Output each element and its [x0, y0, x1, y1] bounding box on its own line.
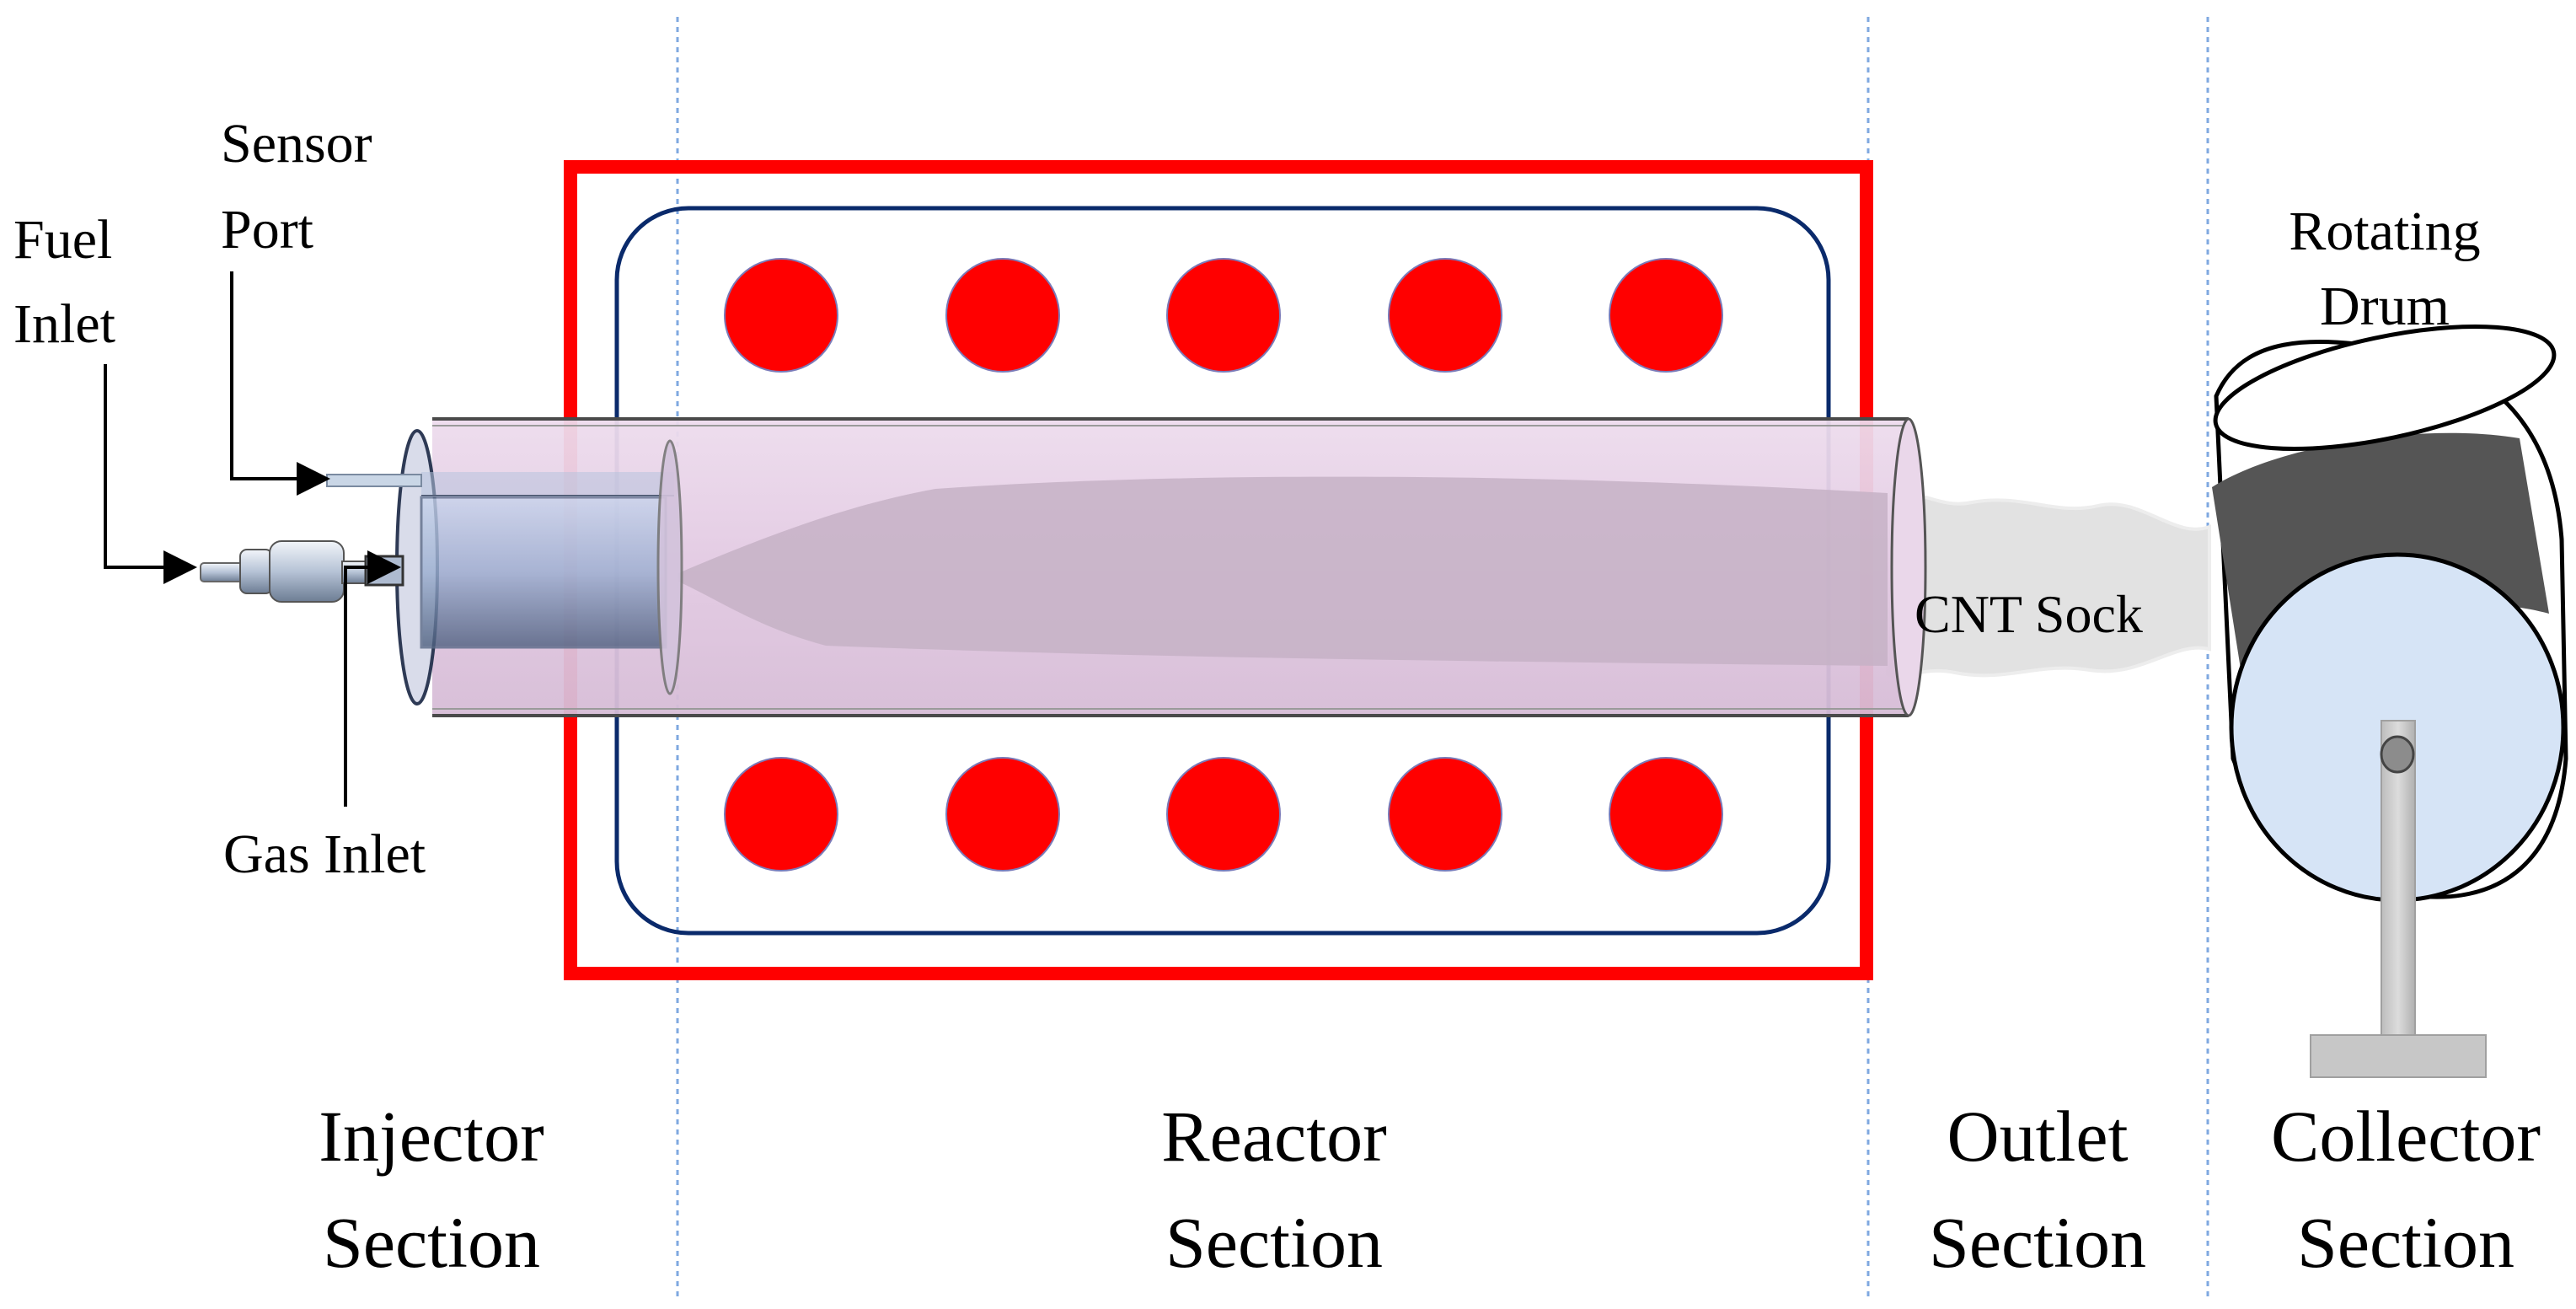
rotating-drum	[2212, 324, 2568, 1078]
section-injector-line2: Section	[323, 1202, 540, 1283]
drum-stand-base	[2310, 1034, 2487, 1078]
cnt-sock-label: CNT Sock	[1915, 584, 2143, 644]
heater-element	[724, 757, 838, 872]
fuel-line	[200, 562, 244, 582]
section-reactor-line2: Section	[1165, 1202, 1383, 1283]
cnt-sock-shape	[1886, 491, 2212, 679]
drum-stand-post	[2381, 720, 2416, 1042]
heater-row-bottom	[724, 757, 1723, 872]
sensor-port-label-line2: Port	[221, 199, 313, 260]
sensor-port-arrow	[230, 271, 330, 496]
reaction-zone-plume	[678, 476, 1888, 666]
gas-inlet-arrow	[344, 550, 401, 807]
heater-element	[1166, 757, 1281, 872]
rotating-drum-label-line2: Drum	[2320, 276, 2450, 337]
fuel-inlet-label-line1: Fuel	[13, 209, 112, 271]
gas-inlet-label: Gas Inlet	[223, 823, 426, 885]
drum-axle	[2380, 735, 2415, 774]
heater-row-top	[724, 258, 1723, 373]
drum-back-rim	[2213, 324, 2557, 452]
heater-element	[1388, 757, 1502, 872]
heater-element	[1388, 258, 1502, 373]
injector-assembly	[200, 429, 683, 705]
section-injector-line1: Injector	[319, 1096, 544, 1177]
heater-element	[1166, 258, 1281, 373]
injector-inner-flange	[656, 439, 683, 695]
section-outlet-line1: Outlet	[1947, 1096, 2129, 1177]
heater-element	[1609, 258, 1723, 373]
sensor-port-tube	[326, 474, 422, 487]
fuel-inlet-arrow	[104, 364, 197, 584]
fuel-inlet-label-line2: Inlet	[13, 293, 115, 355]
sensor-port-label-line1: Sensor	[221, 113, 372, 174]
rotating-drum-label-line1: Rotating	[2289, 201, 2480, 262]
heater-element	[1609, 757, 1723, 872]
heater-element	[724, 258, 838, 373]
heater-element	[945, 757, 1060, 872]
section-collector-line1: Collector	[2271, 1096, 2541, 1177]
gas-inlet-fitting	[364, 555, 404, 587]
fuel-fitting-body	[269, 540, 345, 603]
section-outlet-line2: Section	[1929, 1202, 2146, 1283]
tube-outlet-end	[1890, 417, 1927, 717]
section-collector-line2: Section	[2297, 1202, 2514, 1283]
section-reactor-line1: Reactor	[1161, 1096, 1386, 1177]
heater-element	[945, 258, 1060, 373]
injector-body	[420, 496, 667, 649]
fuel-fitting-nut	[239, 549, 273, 594]
